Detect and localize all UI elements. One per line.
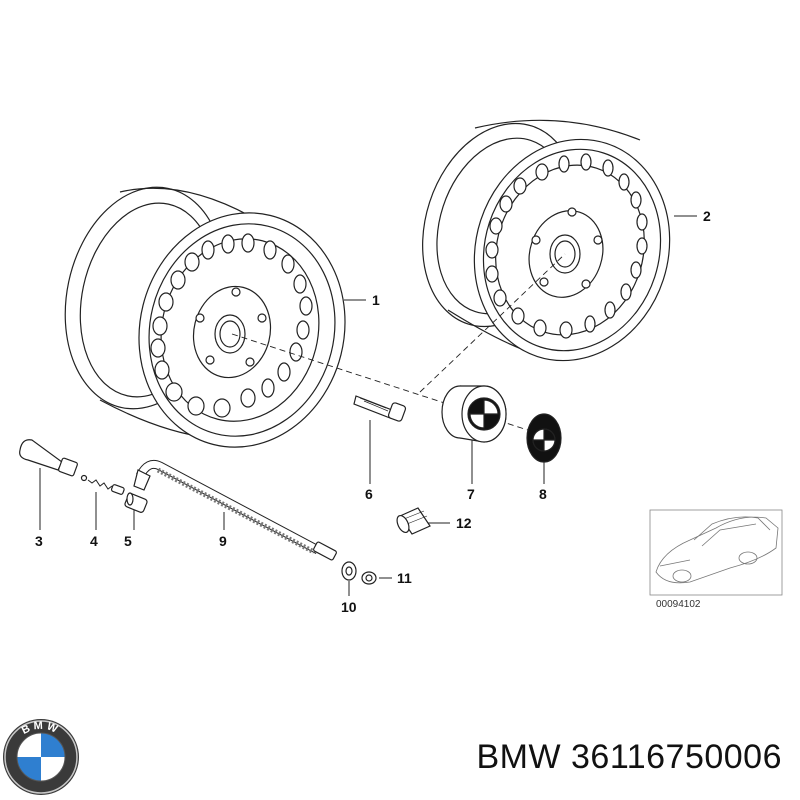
washer[interactable] <box>341 561 357 581</box>
wheel-bolt[interactable] <box>353 395 407 422</box>
callout-5: 5 <box>124 533 132 549</box>
callout-8: 8 <box>539 486 547 502</box>
bmw-logo: BMW <box>3 719 79 795</box>
diagram-code: 00094102 <box>656 599 701 610</box>
callout-12: 12 <box>456 515 472 531</box>
nut[interactable] <box>361 571 377 585</box>
valve-extension[interactable] <box>133 459 337 561</box>
dust-cap[interactable] <box>395 507 431 535</box>
product-title: BMW 36116750006 <box>476 738 782 777</box>
callout-1: 1 <box>372 292 380 308</box>
callout-10: 10 <box>341 599 357 615</box>
valve-core[interactable] <box>80 474 125 495</box>
part-number: 36116750006 <box>571 738 782 776</box>
callout-2: 2 <box>703 208 711 224</box>
callout-9: 9 <box>219 533 227 549</box>
callout-3: 3 <box>35 533 43 549</box>
callout-4: 4 <box>90 533 98 549</box>
hub-cap[interactable] <box>441 385 507 443</box>
valve-cap[interactable] <box>124 492 148 513</box>
emblem[interactable] <box>526 413 562 463</box>
wheel-2[interactable] <box>397 103 697 386</box>
leader-lines <box>39 215 697 596</box>
vehicle-thumbnail <box>649 509 783 596</box>
callout-6: 6 <box>365 486 373 502</box>
svg-text:BMW: BMW <box>20 720 62 737</box>
callout-7: 7 <box>467 486 475 502</box>
valve-stem[interactable] <box>19 439 78 477</box>
brand-name: BMW <box>476 738 562 776</box>
callout-11: 11 <box>397 570 412 586</box>
logo-lettering: BMW <box>20 720 59 737</box>
wheel-1[interactable] <box>45 172 369 469</box>
